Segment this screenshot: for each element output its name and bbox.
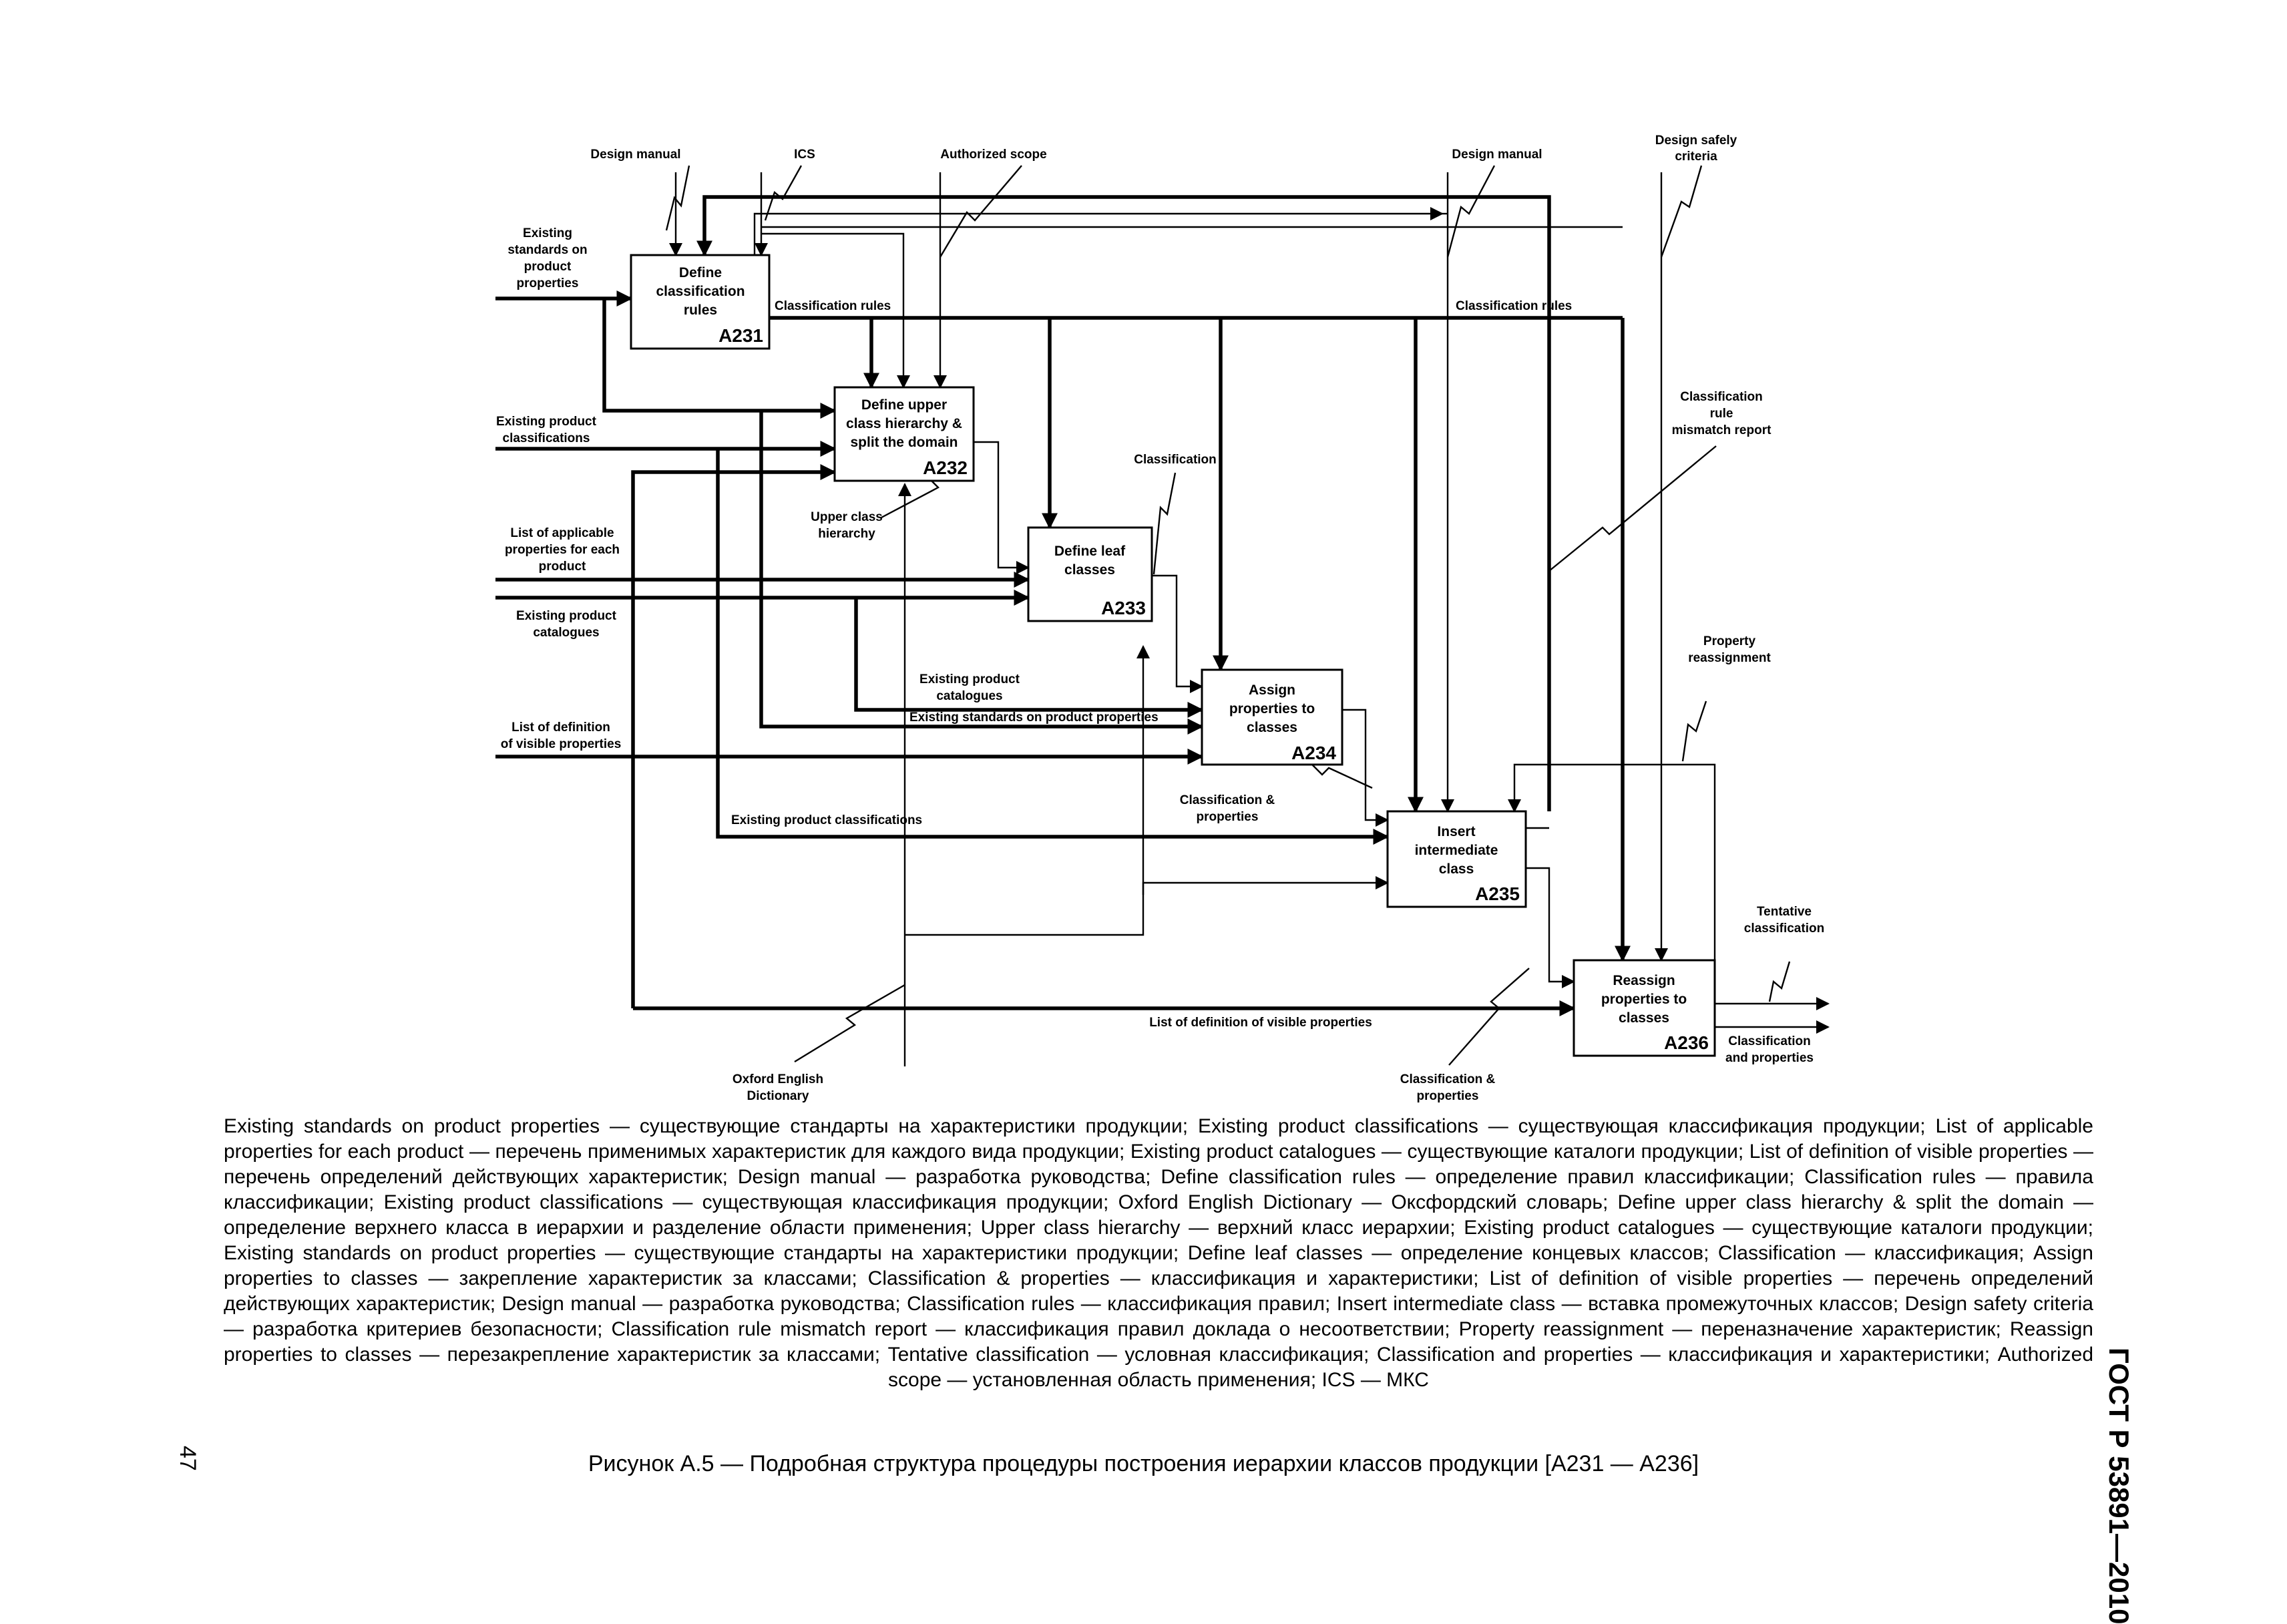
label-applicable-properties: product xyxy=(539,560,586,574)
box-code: A234 xyxy=(1291,743,1336,763)
label-property-reassignment: reassignment xyxy=(1688,651,1771,665)
arrow-ics-a232 xyxy=(761,232,910,389)
page-number: 47 xyxy=(175,1446,200,1471)
label-classification-and-properties: Classification xyxy=(1728,1034,1811,1048)
box-title-line: rules xyxy=(684,302,717,318)
label-visible-properties-in: of visible properties xyxy=(501,737,622,751)
label-classification-and-properties: and properties xyxy=(1725,1051,1814,1065)
arrow-existing-standards-a232 xyxy=(602,298,837,419)
arrow-oxford-a233 xyxy=(905,645,1150,936)
box-title-line: classes xyxy=(1064,562,1115,578)
label-classification-rules-1: Classification rules xyxy=(775,299,891,313)
label-catalogues-in: Existing product xyxy=(516,609,617,623)
arrow-existing-standards-a234 xyxy=(759,411,1204,735)
label-design-safely-criteria: criteria xyxy=(1675,150,1717,164)
box-code: A233 xyxy=(1101,598,1146,618)
box-title-line: classes xyxy=(1247,720,1297,735)
label-catalogues-in: catalogues xyxy=(533,626,599,640)
label-classification: Classification xyxy=(1134,453,1217,467)
figure-caption: Рисунок А.5 — Подробная структура процед… xyxy=(588,1451,1699,1476)
box-title-line: properties to xyxy=(1601,992,1687,1007)
label-applicable-properties: properties for each xyxy=(505,543,620,557)
label-upper-class-hierarchy: hierarchy xyxy=(818,527,875,541)
box-title-line: intermediate xyxy=(1415,843,1498,858)
arrow-existing-classifications-a235 xyxy=(716,449,1390,845)
box-title-line: Insert xyxy=(1437,824,1475,839)
idef0-diagram: Define classification rules A231 Define … xyxy=(495,134,1830,1103)
box-code: A236 xyxy=(1664,1032,1709,1053)
label-classification-properties-mid: properties xyxy=(1197,810,1259,824)
label-mismatch-report: rule xyxy=(1710,407,1733,421)
label-existing-standards: Existing xyxy=(523,226,572,240)
label-classification-properties-bottom: properties xyxy=(1417,1089,1479,1103)
arrow-feedback-a236-to-a231 xyxy=(696,195,1551,811)
process-box-a231[interactable]: Define classification rules A231 xyxy=(630,254,771,350)
label-existing-classifications-mid: Existing product classifications xyxy=(731,813,922,827)
box-title-line: class xyxy=(1439,861,1474,877)
label-visible-properties-mid: List of definition of visible properties xyxy=(1149,1016,1372,1030)
label-tentative-classification: Tentative xyxy=(1757,905,1812,919)
arrow-feedback-a235-to-a231 xyxy=(753,207,1444,255)
label-existing-classifications-in: classifications xyxy=(503,431,590,445)
arrow-visible-properties-loop-a232 xyxy=(631,464,837,1008)
box-title-line: Define upper xyxy=(861,397,947,413)
label-catalogues-mid: Existing product xyxy=(919,672,1020,686)
label-design-manual-1: Design manual xyxy=(590,148,680,162)
label-tentative-classification: classification xyxy=(1744,922,1824,936)
label-existing-classifications-in: Existing product xyxy=(496,415,597,429)
process-box-a233[interactable]: Define leaf classes A233 xyxy=(1027,526,1153,622)
label-design-safely-criteria: Design safely xyxy=(1655,134,1737,148)
box-title-line: Reassign xyxy=(1613,973,1675,988)
label-oxford-dictionary: Oxford English xyxy=(733,1072,823,1086)
label-classification-properties-bottom: Classification & xyxy=(1400,1072,1496,1086)
arrow-labels: Design manual ICS Authorized scope Desig… xyxy=(496,134,1824,1103)
process-box-a235[interactable]: Insert intermediate class A235 xyxy=(1386,810,1527,908)
process-box-a232[interactable]: Define upper class hierarchy & split the… xyxy=(833,386,975,482)
label-classification-rules-2: Classification rules xyxy=(1456,299,1572,313)
label-property-reassignment: Property xyxy=(1703,634,1756,648)
process-box-a236[interactable]: Reassign properties to classes A236 xyxy=(1573,959,1716,1057)
label-applicable-properties: List of applicable xyxy=(510,526,614,540)
label-upper-class-hierarchy: Upper class xyxy=(811,510,883,524)
box-title-line: Assign xyxy=(1249,682,1295,698)
box-code: A235 xyxy=(1475,883,1520,904)
label-mismatch-report: Classification xyxy=(1680,390,1763,404)
connector-lines xyxy=(495,172,1830,1066)
label-design-manual-2: Design manual xyxy=(1452,148,1542,162)
standard-code: ГОСТ Р 53891—2010 xyxy=(2103,1348,2135,1624)
label-authorized-scope: Authorized scope xyxy=(940,148,1046,162)
label-existing-standards: properties xyxy=(517,276,579,290)
label-mismatch-report: mismatch report xyxy=(1672,423,1772,437)
box-title-line: properties to xyxy=(1229,701,1315,717)
arrow-a235-a236 xyxy=(1526,867,1575,988)
arrow-classification-a233-a234 xyxy=(1152,574,1203,693)
box-title-line: Define xyxy=(679,265,722,280)
label-catalogues-mid: catalogues xyxy=(936,689,1002,703)
arrow-oxford-a235 xyxy=(1142,876,1389,895)
box-title-line: classification xyxy=(656,284,745,299)
label-existing-standards-mid: Existing standards on product properties xyxy=(909,710,1159,725)
box-title-line: class hierarchy & xyxy=(846,416,962,431)
label-classification-properties-mid: Classification & xyxy=(1180,793,1275,807)
label-oxford-dictionary: Dictionary xyxy=(747,1089,809,1103)
box-title-line: classes xyxy=(1619,1010,1669,1026)
process-box-a234[interactable]: Assign properties to classes A234 xyxy=(1201,668,1343,766)
arrow-property-reassignment xyxy=(1508,763,1716,960)
label-visible-properties-in: List of definition xyxy=(511,721,610,735)
figure-legend: Existing standards on product properties… xyxy=(224,1115,2093,1391)
box-code: A232 xyxy=(923,457,968,478)
label-existing-standards: product xyxy=(524,260,572,274)
arrow-catalogues-a234 xyxy=(854,598,1204,718)
label-existing-standards: standards on xyxy=(507,243,587,257)
box-title-line: split the domain xyxy=(850,435,958,450)
label-ics: ICS xyxy=(794,148,815,162)
arrow-upper-class-hierarchy xyxy=(974,441,1030,574)
box-title-line: Define leaf xyxy=(1054,544,1126,559)
box-code: A231 xyxy=(718,325,763,346)
